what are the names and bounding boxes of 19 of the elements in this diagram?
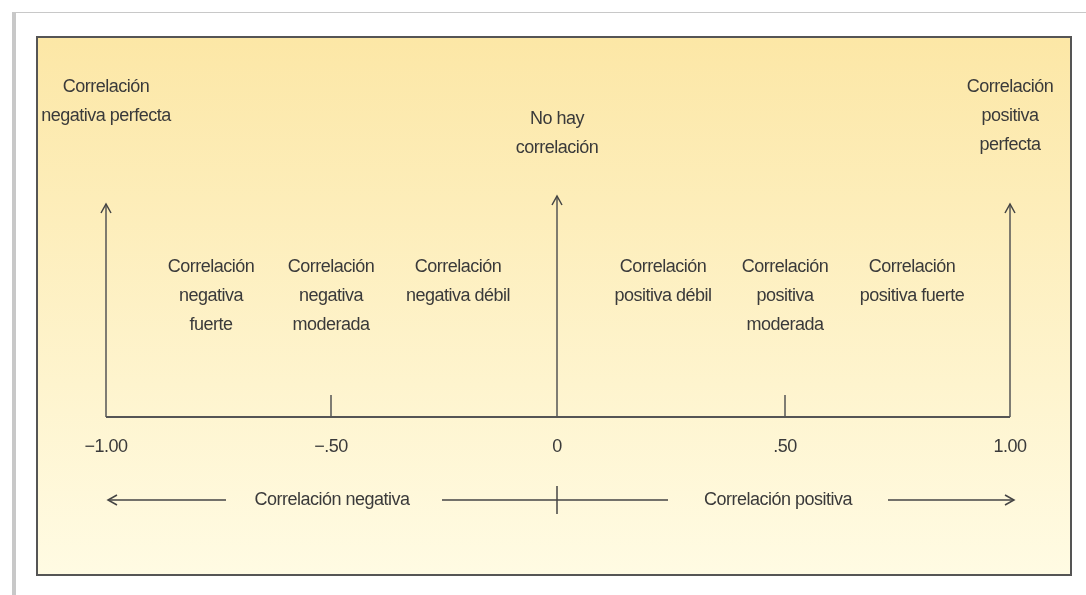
tick-label: −1.00 (83, 435, 129, 458)
range-label: Correlación negativa (253, 488, 411, 511)
node-label: Correlación negativa perfecta (41, 75, 171, 127)
arrow (551, 195, 563, 418)
tick-label: 1.00 (992, 435, 1028, 458)
category-label: Correlación positiva débil (613, 255, 713, 307)
tick-label: .50 (772, 435, 798, 458)
tick-label: −.50 (313, 435, 349, 458)
category-label: Correlación negativa fuerte (166, 255, 256, 336)
category-label: Correlación negativa débil (404, 255, 512, 307)
arrow (100, 203, 112, 418)
category-label: Correlación positiva fuerte (858, 255, 966, 307)
tick-label: 0 (551, 435, 563, 458)
arrow (1004, 203, 1016, 418)
node-label: No hay correlación (514, 107, 600, 159)
node-label: Correlación positiva perfecta (965, 75, 1055, 156)
category-label: Correlación positiva moderada (740, 255, 830, 336)
category-label: Correlación negativa moderada (286, 255, 376, 336)
range-label: Correlación positiva (702, 488, 854, 511)
